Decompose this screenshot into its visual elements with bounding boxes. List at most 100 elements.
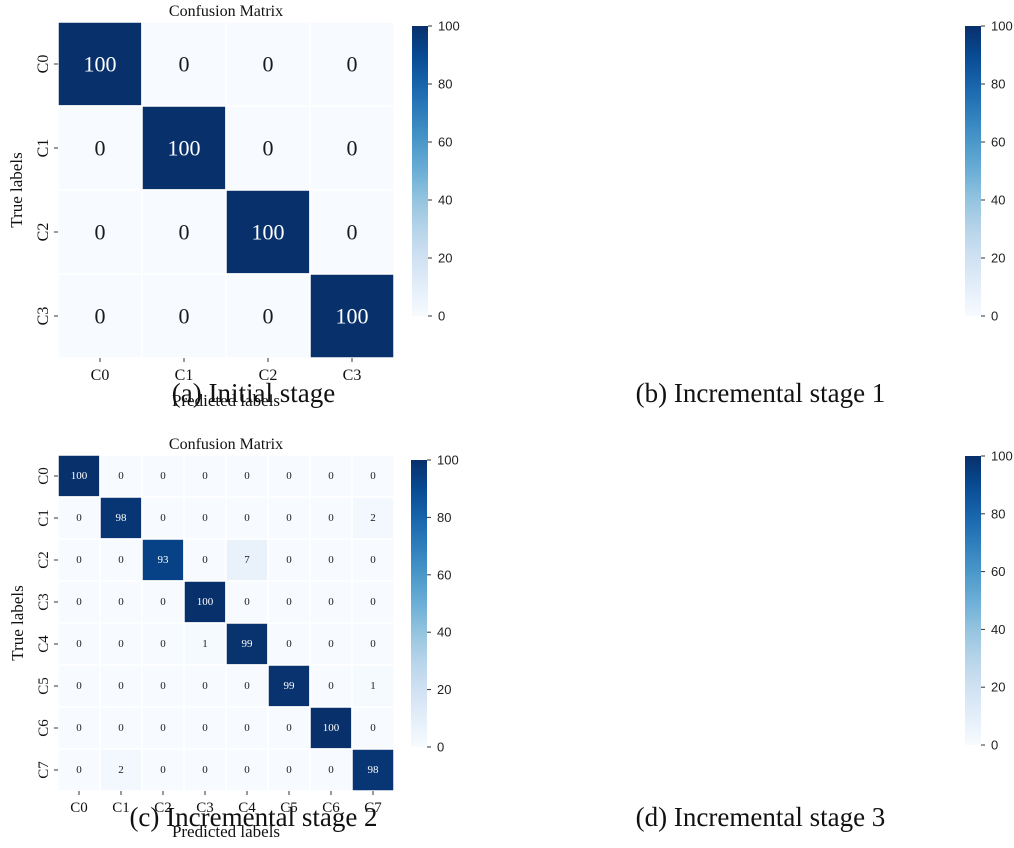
heatmap-cell: [309, 454, 353, 498]
cell-value-label: 100: [71, 470, 88, 482]
cell-value-label: 0: [202, 764, 208, 776]
colorbar-tick-label: 80: [991, 506, 1005, 521]
cell-value-label: 0: [347, 136, 358, 161]
x-tick-label: C3: [343, 367, 362, 384]
heatmap-cell: [351, 580, 395, 624]
cell-value-label: 0: [286, 512, 292, 524]
x-tick-label: C3: [196, 800, 214, 816]
heatmap-cell: [141, 706, 185, 750]
cell-value-label: 0: [76, 512, 82, 524]
y-tick-label: C7: [36, 761, 52, 779]
heatmap-cell: [141, 622, 185, 666]
heatmap-cell: [57, 496, 101, 540]
heatmap-cell: [351, 454, 395, 498]
cell-value-label: 0: [328, 680, 334, 692]
panel-caption-b: (b) Incremental stage 1: [635, 378, 886, 408]
x-axis-label: Predicted labels: [172, 391, 280, 410]
cell-value-label: 0: [244, 512, 250, 524]
heatmap-cell: [309, 273, 395, 359]
y-tick-label: C3: [35, 307, 52, 326]
cell-value-label: 0: [118, 470, 124, 482]
x-tick-label: C0: [91, 367, 110, 384]
cell-value-label: 0: [370, 596, 376, 608]
cell-value-label: 100: [84, 52, 117, 77]
cell-value-label: 0: [286, 722, 292, 734]
cell-value-label: 0: [76, 764, 82, 776]
cell-value-label: 0: [202, 470, 208, 482]
cell-value-label: 99: [242, 638, 254, 650]
cell-value-label: 99: [284, 680, 296, 692]
panel-caption-d: (d) Incremental stage 3: [635, 802, 886, 832]
heatmap-cell: [183, 748, 227, 792]
heatmap-cell: [99, 748, 143, 792]
cell-value-label: 0: [328, 764, 334, 776]
colorbar-tick-label: 60: [437, 567, 451, 582]
cell-value-label: 0: [76, 554, 82, 566]
cell-value-label: 0: [328, 512, 334, 524]
cell-value-label: 0: [286, 470, 292, 482]
cell-value-label: 0: [263, 52, 274, 77]
colorbar-tick-label: 20: [991, 251, 1005, 266]
colorbar-tick-label: 0: [438, 309, 445, 324]
cell-value-label: 0: [95, 136, 106, 161]
cell-value-label: 0: [95, 220, 106, 245]
y-tick-label: C2: [36, 551, 52, 569]
x-tick-label: C0: [70, 800, 88, 816]
cell-value-label: 0: [76, 680, 82, 692]
heatmap-cell: [267, 580, 311, 624]
y-tick-label: C5: [36, 677, 52, 695]
heatmap-cell: [99, 664, 143, 708]
heatmap-cell: [141, 189, 227, 275]
cell-value-label: 0: [179, 220, 190, 245]
heatmap-cell: [351, 496, 395, 540]
x-tick-label: C7: [364, 800, 382, 816]
cell-value-label: 0: [263, 136, 274, 161]
colorbar-tick-label: 40: [991, 622, 1005, 637]
colorbar-tick-label: 100: [438, 19, 460, 34]
colorbar-tick-label: 80: [438, 77, 452, 92]
cell-value-label: 0: [179, 304, 190, 329]
y-tick-label: C1: [35, 139, 52, 158]
y-tick-label: C0: [36, 467, 52, 485]
cell-value-label: 0: [328, 470, 334, 482]
heatmap-cell: [57, 454, 101, 498]
cell-value-label: 0: [76, 638, 82, 650]
cell-value-label: 100: [168, 136, 201, 161]
cell-value-label: 1: [202, 638, 208, 650]
heatmap-cell: [309, 189, 395, 275]
cell-value-label: 0: [118, 638, 124, 650]
heatmap-cell: [57, 664, 101, 708]
cell-value-label: 0: [286, 638, 292, 650]
cell-value-label: 0: [160, 680, 166, 692]
heatmap-cell: [141, 454, 185, 498]
confusion-matrix-panel-d: Confusion Matrix100000000000097300000000…: [507, 424, 1014, 848]
cell-value-label: 0: [76, 596, 82, 608]
colorbar: [965, 26, 981, 316]
cell-value-label: 0: [179, 52, 190, 77]
colorbar: [411, 460, 427, 747]
heatmap-cell: [309, 105, 395, 191]
cell-value-label: 0: [347, 220, 358, 245]
cell-value-label: 0: [118, 554, 124, 566]
chart-title: Confusion Matrix: [169, 3, 283, 20]
cell-value-label: 0: [160, 638, 166, 650]
cell-value-label: 0: [263, 304, 274, 329]
cell-value-label: 0: [160, 512, 166, 524]
heatmap-cell: [141, 664, 185, 708]
confusion-matrix-chart-b: Confusion Matrix100000000100000003950200…: [965, 19, 1013, 324]
y-axis-label: True labels: [7, 152, 26, 227]
cell-value-label: 0: [244, 470, 250, 482]
heatmap-cell: [351, 622, 395, 666]
heatmap-cell: [351, 706, 395, 750]
cell-value-label: 0: [118, 680, 124, 692]
cell-value-label: 0: [160, 722, 166, 734]
colorbar-tick-label: 20: [437, 682, 451, 697]
y-tick-label: C4: [36, 635, 52, 653]
confusion-matrix-panel-b: Confusion Matrix100000000100000003950200…: [507, 0, 1014, 424]
colorbar-tick-label: 40: [437, 625, 451, 640]
cell-value-label: 0: [286, 764, 292, 776]
cell-value-label: 0: [118, 722, 124, 734]
